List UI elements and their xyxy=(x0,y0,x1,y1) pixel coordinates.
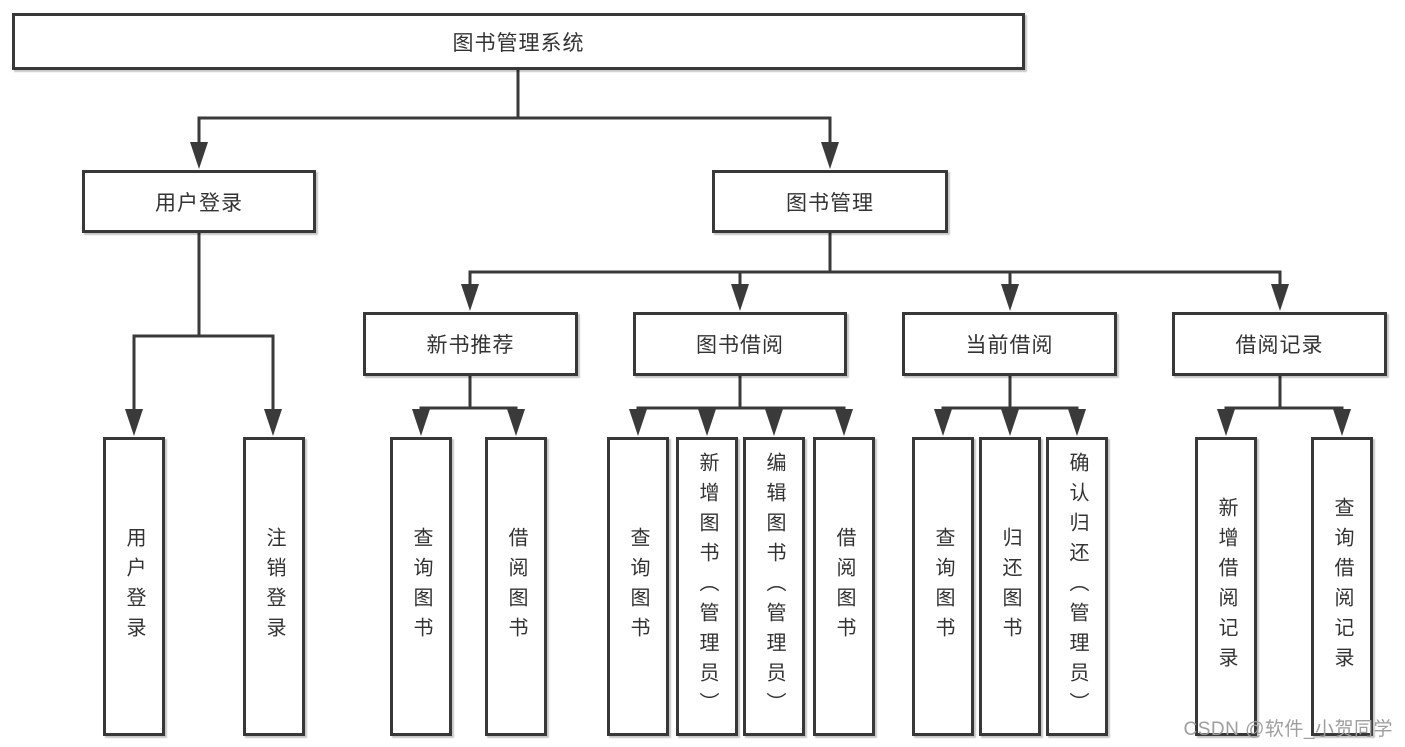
leaf-label: 查询图书 xyxy=(932,526,954,647)
connector-level2-rail xyxy=(197,116,832,142)
leaf-label: 借阅图书 xyxy=(833,526,855,647)
arrowhead xyxy=(835,409,853,436)
arrowhead xyxy=(190,142,208,169)
node-label: 借阅记录 xyxy=(1235,334,1324,357)
leaf-node-return-books: 归还图书 xyxy=(979,437,1041,736)
leaf-node-borrow-books: 借阅图书 xyxy=(813,437,875,736)
node-label: 图书借阅 xyxy=(696,334,784,357)
leaf-node-add-books-admin: 新增图书（管理员） xyxy=(676,437,738,736)
connector-user-login-rail xyxy=(132,334,275,409)
arrowhead xyxy=(264,409,282,436)
arrowhead xyxy=(1001,284,1019,311)
leaf-node-query-books: 查询图书 xyxy=(390,437,452,736)
arrowhead xyxy=(934,409,952,436)
arrowhead xyxy=(1271,284,1289,311)
arrowhead xyxy=(507,409,525,436)
leaf-label: 用户登录 xyxy=(123,526,145,647)
node-borrow-records: 借阅记录 xyxy=(1172,312,1387,376)
node-book-borrow: 图书借阅 xyxy=(633,312,847,376)
arrowhead xyxy=(1068,409,1086,436)
leaf-label: 确认归还（管理员） xyxy=(1066,451,1088,722)
leaf-node-borrow-books: 借阅图书 xyxy=(485,437,547,736)
node-label: 用户登录 xyxy=(155,191,243,215)
node-book-management: 图书管理 xyxy=(712,170,948,233)
arrowhead xyxy=(1333,409,1351,436)
leaf-node-query-books: 查询图书 xyxy=(607,437,669,736)
arrowhead xyxy=(765,409,783,436)
connector-new-book-rail xyxy=(419,406,518,410)
node-label: 当前借阅 xyxy=(965,334,1054,357)
leaf-label: 新增借阅记录 xyxy=(1215,496,1237,677)
node-current-borrow: 当前借阅 xyxy=(902,312,1117,376)
leaf-label: 新增图书（管理员） xyxy=(696,451,718,722)
leaf-label: 借阅图书 xyxy=(505,526,527,647)
node-label: 图书管理系统 xyxy=(452,31,585,55)
leaf-label: 查询图书 xyxy=(410,526,432,647)
leaf-label: 归还图书 xyxy=(999,526,1021,647)
arrowhead xyxy=(698,409,716,436)
arrowhead xyxy=(821,142,839,169)
connector-book-borrow-rail xyxy=(636,406,846,410)
node-library-system: 图书管理系统 xyxy=(12,13,1025,70)
leaf-node-edit-books-admin: 编辑图书（管理员） xyxy=(743,437,805,736)
leaf-node-user-login: 用户登录 xyxy=(103,437,165,736)
arrowheads xyxy=(125,142,1351,436)
leaf-label: 编辑图书（管理员） xyxy=(763,451,785,722)
leaf-node-logout: 注销登录 xyxy=(243,437,305,736)
leaf-label: 注销登录 xyxy=(263,526,285,647)
node-new-book-recommend: 新书推荐 xyxy=(363,312,578,376)
arrowhead xyxy=(629,409,647,436)
arrowhead xyxy=(1001,409,1019,436)
node-label: 新书推荐 xyxy=(426,334,515,357)
node-label: 图书管理 xyxy=(786,191,874,215)
connector-level3-rail xyxy=(468,270,1282,284)
arrowhead xyxy=(461,284,479,311)
leaf-node-query-borrow-record: 查询借阅记录 xyxy=(1311,437,1373,736)
leaf-node-query-books: 查询图书 xyxy=(912,437,974,736)
arrowhead xyxy=(125,409,143,436)
watermark: CSDN @软件_小贺同学 xyxy=(1183,719,1393,740)
arrowhead xyxy=(1217,409,1235,436)
arrowhead xyxy=(412,409,430,436)
leaf-node-confirm-return-admin: 确认归还（管理员） xyxy=(1046,437,1108,736)
leaf-label: 查询借阅记录 xyxy=(1331,496,1353,677)
arrowhead xyxy=(731,284,749,311)
leaf-label: 查询图书 xyxy=(627,526,649,647)
leaf-node-add-borrow-record: 新增借阅记录 xyxy=(1195,437,1257,736)
connector-borrow-records-rail xyxy=(1224,406,1344,410)
node-user-login: 用户登录 xyxy=(82,170,316,233)
